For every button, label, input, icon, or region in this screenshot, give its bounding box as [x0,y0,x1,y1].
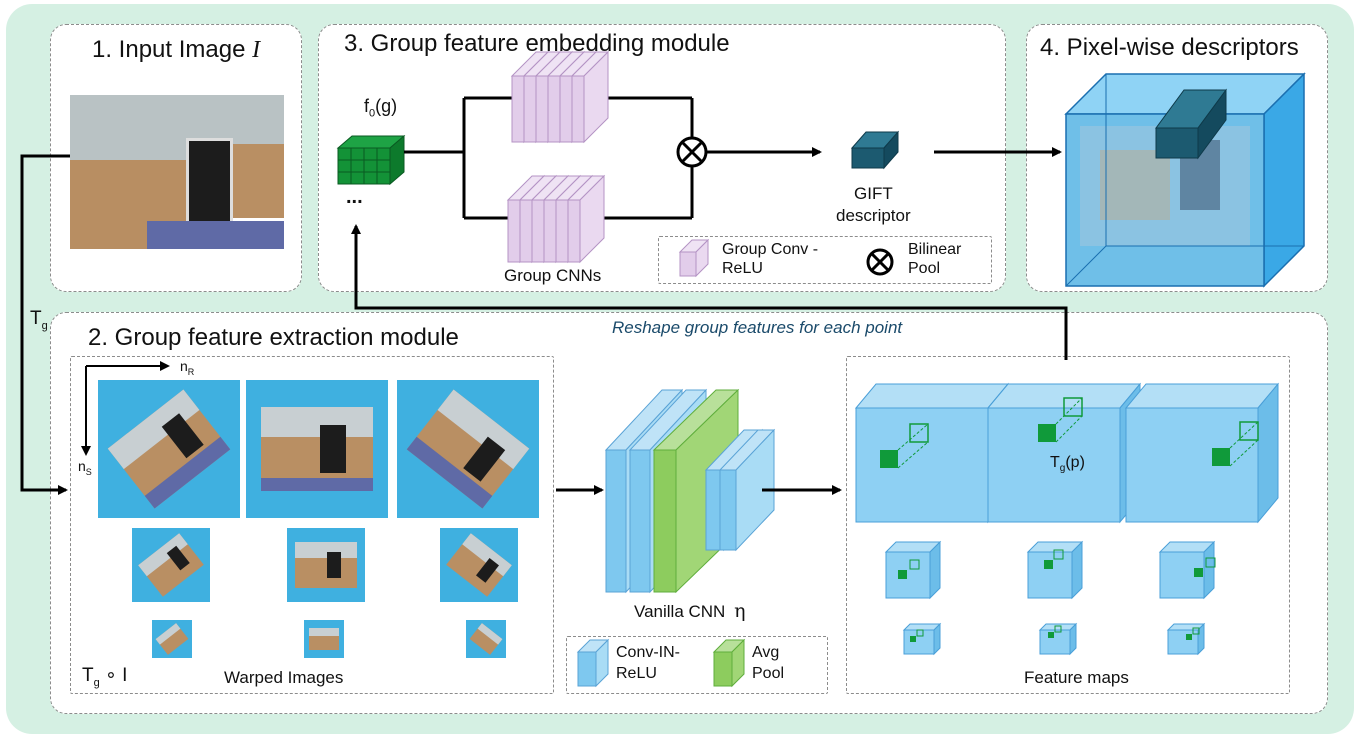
nr-base: n [180,358,188,374]
pixel-descriptor-cube [1064,72,1306,288]
warped-image-medium-1 [132,528,210,602]
warped-image-small-3 [466,620,506,658]
reshape-arrow [351,224,1068,360]
legend-avg-line2: Pool [752,665,785,682]
extraction-legend-box [566,636,828,694]
input-kitchen-image [70,95,284,249]
nr-axis-label: nR [180,358,194,377]
tgp-label: Tg(p) [1050,454,1085,474]
ns-base: n [78,458,86,474]
feature-maps-label: Feature maps [1024,668,1129,687]
feature-map-medium-cubes [884,540,1216,600]
gift-label-line1: GIFT [854,184,893,203]
bilinear-pool-icon [676,136,708,168]
f0g-tail: (g) [375,96,398,116]
tg-connector-arrow [20,154,70,495]
legend-conv-in-relu-label: Conv-IN- ReLU [616,642,680,684]
warped-image-medium-3 [440,528,518,602]
nr-subscript: R [187,366,195,377]
ns-axis-label: nS [78,458,92,477]
input-image-title: 1. Input Image I [92,36,260,64]
embedding-legend-box [658,236,992,284]
vanilla-cnn-layers [604,388,776,594]
orientation-scale-axes [81,361,170,456]
vanilla-cnn-text: Vanilla CNN [634,602,726,621]
legend-avg-pool-swatch [712,638,746,688]
warped-image-medium-2 [287,528,365,602]
legend-bilinear-line2: Pool [908,260,941,277]
ns-subscript: S [85,466,92,477]
gift-descriptor-block [850,130,900,170]
legend-conv-line2: ReLU [616,665,657,682]
gift-label-line2: descriptor [836,206,911,225]
legend-group-conv-line2: ReLU [722,260,763,277]
tgp-tail: (p) [1065,454,1085,471]
legend-group-conv-line1: Group Conv - [722,241,819,258]
warped-image-large-3 [397,380,539,518]
f0g-subscript: 0 [369,107,376,120]
legend-conv-in-relu-swatch [576,638,610,688]
warped-image-small-2 [304,620,344,658]
tgoi-tail: ∘ I [99,665,128,686]
reshape-label: Reshape group features for each point [612,318,903,337]
legend-group-conv-swatch [678,238,710,278]
tg-base: T [30,308,42,329]
tgoi-base: T [82,665,94,686]
legend-bilinear-line1: Bilinear [908,241,962,258]
legend-bilinear-pool-icon [866,248,894,276]
warped-images-label: Warped Images [224,668,344,687]
group-feature-stack [336,134,406,186]
f0g-base: f [364,96,370,116]
input-image-symbol: I [252,37,261,63]
warped-image-large-2 [246,380,388,518]
legend-group-conv-label: Group Conv - ReLU [722,240,818,278]
continuation-dots: ... [346,186,363,208]
input-image-title-text: 1. Input Image [92,36,246,63]
tgp-subscript: g [1059,463,1066,475]
f0g-label: f0(g) [364,96,397,120]
vanilla-cnn-label: Vanilla CNN η [634,600,745,622]
tg-compose-i-label: Tg ∘ I [82,664,127,689]
pixel-descriptors-title: 4. Pixel-wise descriptors [1040,34,1299,61]
legend-avg-pool-label: Avg Pool [752,642,784,684]
embedding-module-title: 3. Group feature embedding module [344,30,730,57]
vanilla-cnn-eta: η [734,600,746,622]
legend-conv-line1: Conv-IN- [616,644,681,661]
group-cnns-label: Group CNNs [504,266,602,285]
tg-label: Tg [30,308,48,332]
warped-image-small-1 [152,620,192,658]
group-cnn-stack-bottom [506,174,606,264]
group-cnn-stack-top [510,50,610,144]
tgp-base: T [1050,454,1060,471]
legend-avg-line1: Avg [752,644,780,661]
feature-map-small-cubes [902,622,1206,656]
warped-image-large-1 [98,380,240,518]
tgoi-subscript: g [93,676,100,689]
feature-map-large-cubes [854,382,1280,524]
extraction-module-title: 2. Group feature extraction module [88,324,459,351]
tg-subscript: g [41,319,48,332]
legend-bilinear-pool-label: Bilinear Pool [908,240,961,278]
